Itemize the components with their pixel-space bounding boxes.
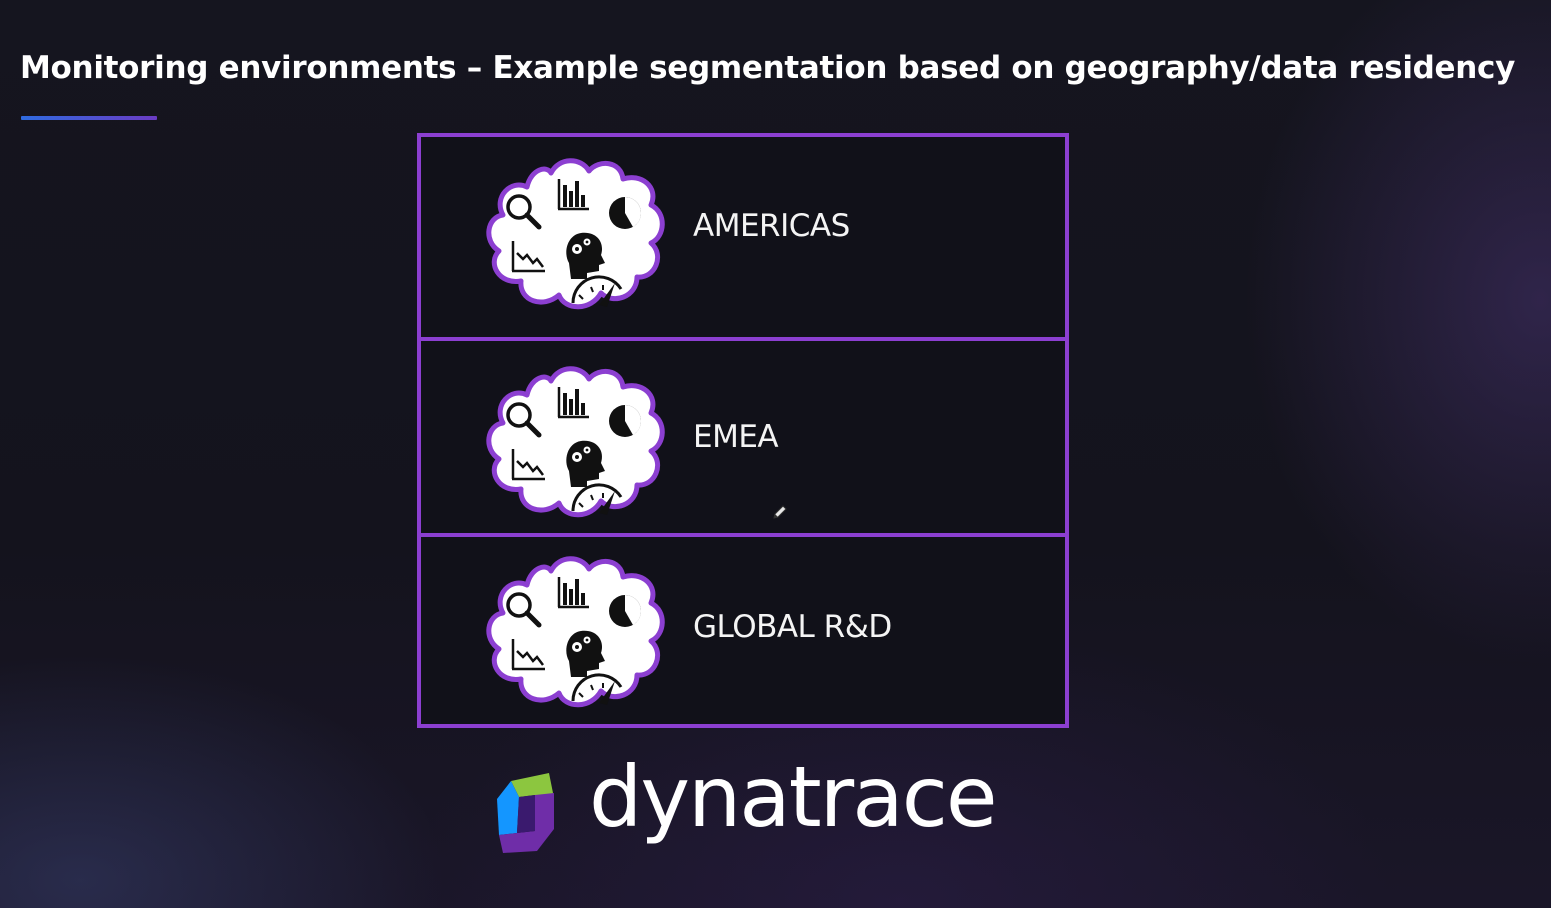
analytics-cloud-icon xyxy=(481,155,666,315)
analytics-cloud-icon xyxy=(481,363,666,523)
environment-label-emea: EMEA xyxy=(693,419,779,455)
environment-label-global-rd: GLOBAL R&D xyxy=(693,609,892,645)
slide-title: Monitoring environments – Example segmen… xyxy=(20,50,1516,86)
environment-row-americas: AMERICAS xyxy=(417,133,1069,341)
environment-label-americas: AMERICAS xyxy=(693,208,850,244)
title-underline xyxy=(21,116,157,120)
environment-stack: AMERICAS EMEA GLOBAL R&D xyxy=(417,133,1069,728)
analytics-cloud-icon xyxy=(481,553,666,713)
pencil-cursor-icon xyxy=(773,505,787,519)
dynatrace-logo: dynatrace xyxy=(497,755,998,860)
dynatrace-logo-icon xyxy=(497,773,554,853)
environment-row-global-rd: GLOBAL R&D xyxy=(417,533,1069,728)
logo-wordmark: dynatrace xyxy=(589,748,998,846)
environment-row-emea: EMEA xyxy=(417,337,1069,537)
